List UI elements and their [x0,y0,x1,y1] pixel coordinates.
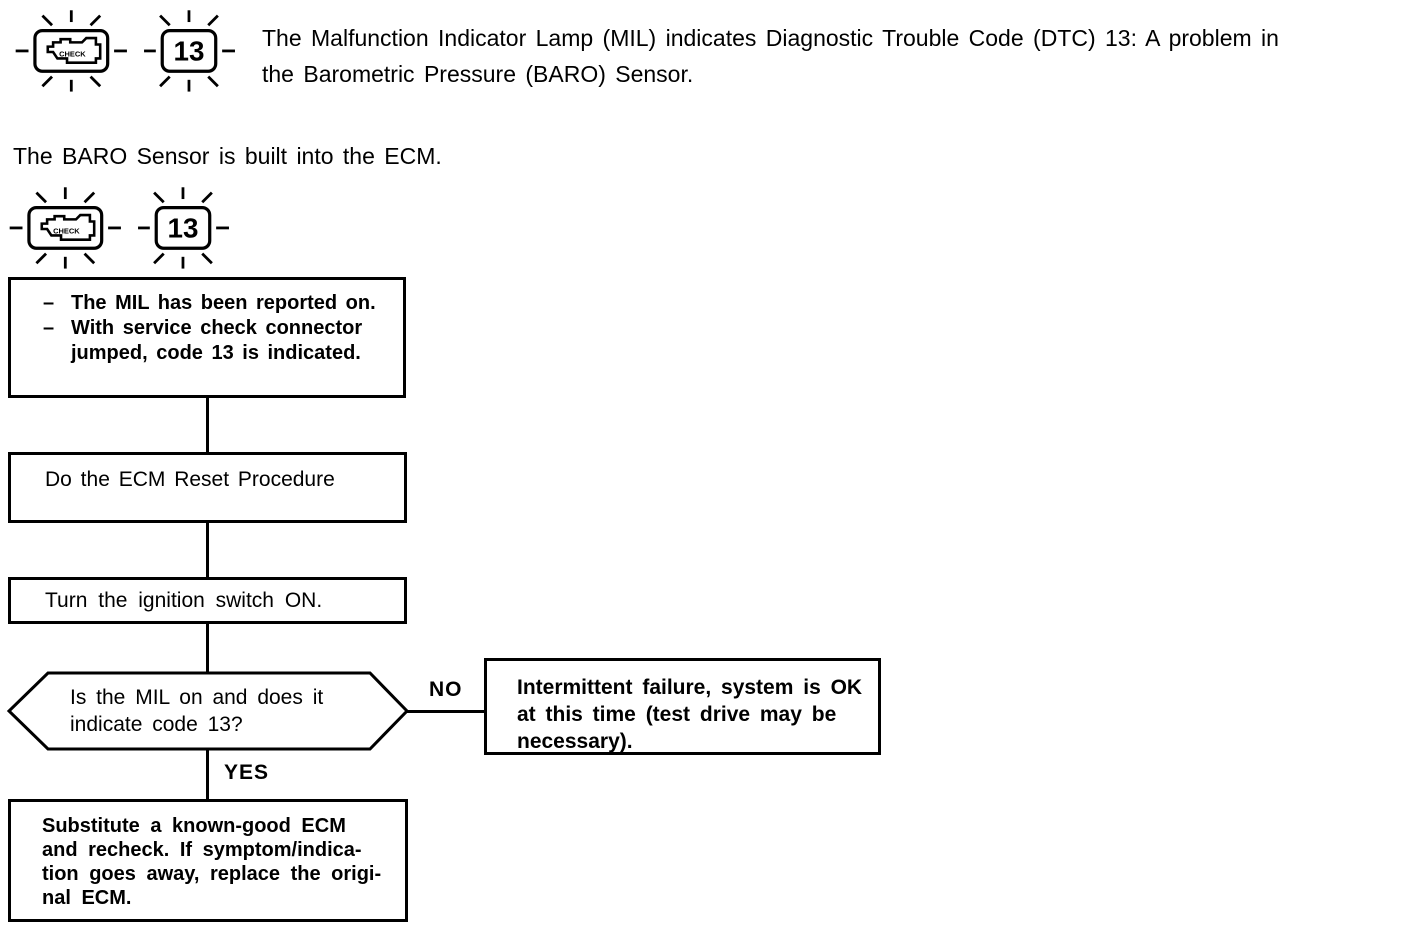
ignition-on-text: Turn the ignition switch ON. [45,588,323,612]
yes-label: YES [224,761,270,784]
flow-connector-1 [206,397,209,454]
mil-icon-set-top: CHECK 13 [12,6,244,98]
substitute-line-4: nal ECM. [42,887,132,909]
ecm-reset-text: Do the ECM Reset Procedure [45,468,335,491]
flow-box-ignition-on: Turn the ignition switch ON. [8,577,407,624]
check-engine-icon: CHECK [33,28,110,73]
mil-blinking-lamps: CHECK 13 [15,10,235,92]
mil-icon-set-flowchart: CHECK 13 [6,183,238,275]
ray-lines [9,187,229,269]
flow-connector-2 [206,522,209,579]
reported-item-1-text: The MIL has been reported on. [71,292,376,314]
reported-item-2-line-1: With service check connector [71,317,363,339]
code-13-lamp-icon: 13 [160,28,218,73]
reported-item-2-line-2: jumped, code 13 is indicated. [71,342,361,364]
code-13-label: 13 [174,36,205,67]
flow-connector-4 [206,750,209,799]
flow-box-ecm-reset: Do the ECM Reset Procedure [8,452,407,523]
baro-note: The BARO Sensor is built into the ECM. [13,143,442,169]
bullet-dash: – [43,292,55,314]
dtc-description: The Malfunction Indicator Lamp (MIL) ind… [262,20,1408,92]
mil-check-label: CHECK [53,226,80,235]
reported-item-2: – With service check connector jumped, c… [43,316,393,366]
mil-check-label: CHECK [59,49,86,58]
no-label: NO [429,678,463,701]
substitute-line-1: Substitute a known-good ECM [42,815,346,837]
no-branch-connector [407,710,484,713]
check-engine-icon: CHECK [27,206,104,250]
decision-line-1: Is the MIL on and does it [70,686,324,709]
code-13-lamp-icon: 13 [154,206,212,250]
bullet-dash: – [43,317,55,339]
reported-item-2-text: With service check connector jumped, cod… [71,316,362,366]
dtc-description-line-2: the Barometric Pressure (BARO) Sensor. [262,61,694,87]
substitute-line-3: tion goes away, replace the origi- [42,863,382,885]
intermittent-line-3: necessary). [517,730,633,753]
intermittent-line-1: Intermittent failure, system is OK [517,676,863,699]
hexagon-shape [6,671,410,751]
engine-outline [46,36,102,64]
dtc-description-line-1: The Malfunction Indicator Lamp (MIL) ind… [262,25,1279,51]
ray-lines [15,10,235,92]
flow-connector-3 [206,623,209,672]
intermittent-line-2: at this time (test drive may be [517,703,837,726]
substitute-line-2: and recheck. If symptom/indica- [42,839,362,861]
flow-box-reported: – The MIL has been reported on. – With s… [8,277,406,398]
mil-blinking-lamps: CHECK 13 [9,187,229,269]
decision-question: Is the MIL on and does it indicate code … [70,684,323,738]
flow-box-intermittent: Intermittent failure, system is OK at th… [484,658,881,755]
engine-outline [40,213,96,241]
flow-box-substitute-ecm: Substitute a known-good ECM and recheck.… [8,799,408,922]
decision-line-2: indicate code 13? [70,713,243,736]
decision-hexagon: Is the MIL on and does it indicate code … [6,670,410,752]
code-13-label: 13 [168,213,199,244]
reported-item-1: – The MIL has been reported on. [43,291,393,316]
